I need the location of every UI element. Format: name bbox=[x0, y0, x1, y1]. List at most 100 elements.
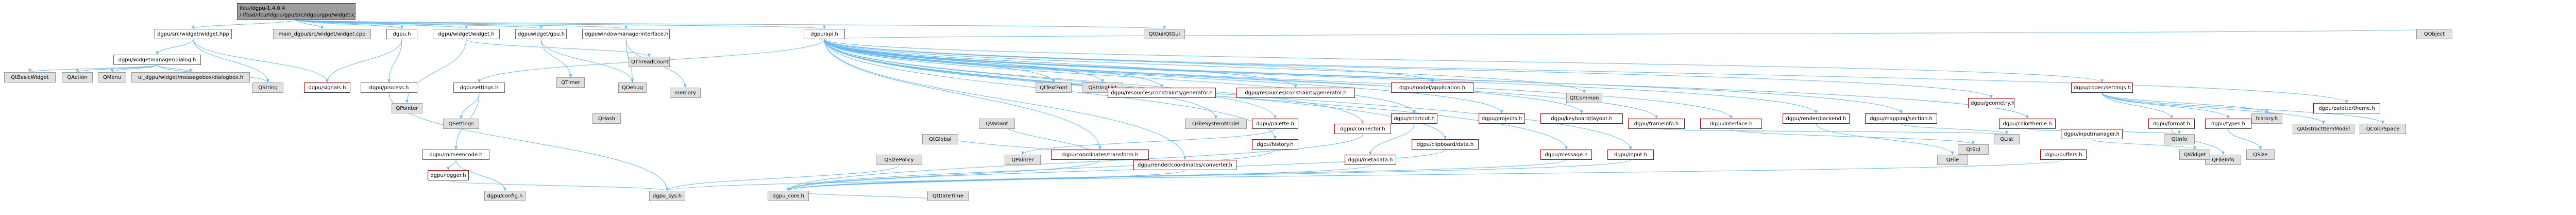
edge-dgpuinterface-to-qsqlite bbox=[1731, 128, 1975, 145]
node-dgpuconnect[interactable]: dgpu/connector.h bbox=[1334, 124, 1391, 134]
node-dgpu-h[interactable]: dgpu.h bbox=[386, 29, 417, 39]
node-dgpukeyboard[interactable]: dgpu/keyboard/layout.h bbox=[1540, 113, 1623, 124]
node-memory[interactable]: memory bbox=[670, 88, 701, 98]
node-qabstractitem[interactable]: QAbstractItemModel bbox=[2293, 124, 2354, 134]
node-dgpushortcut[interactable]: dgpu/shortcut.h bbox=[1391, 113, 1437, 124]
edge-dgpucodec-to-qabstractitem bbox=[2102, 92, 2325, 124]
node-dgpuhistory[interactable]: dgpu/history.h bbox=[1252, 139, 1298, 150]
node-dgpucolor[interactable]: dgpu/colortheme.h bbox=[1999, 119, 2056, 129]
edge-dgpuapi_h-to-dgpufilelist bbox=[824, 39, 1297, 88]
node-qaction[interactable]: QAction bbox=[62, 72, 93, 82]
node-dgpurender[interactable]: dgpu/render/backend.h bbox=[1783, 113, 1850, 124]
node-dgpuconstraints[interactable]: dgpu/resources/constraints/generator.h bbox=[1108, 88, 1216, 98]
node-qfile[interactable]: QFile bbox=[1937, 155, 1968, 165]
edge-dgpuinputmgr-to-qwidget bbox=[2091, 139, 2196, 150]
node-qpointer[interactable]: QPointer bbox=[392, 103, 422, 113]
node-qstring[interactable]: QString bbox=[252, 82, 283, 93]
edge-dgpuwidget_h-to-qtimer bbox=[540, 39, 572, 78]
node-qtconfig[interactable]: dgpu/config.h bbox=[484, 191, 526, 201]
node-qcolorspace[interactable]: QColorSpace bbox=[2360, 124, 2406, 134]
edge-root-to-dgpuwindowmanager_h bbox=[296, 19, 628, 29]
node-dgpucursor[interactable]: dgpu/render/coordinates/converter.h bbox=[1133, 160, 1236, 170]
edge-root-to-dgpu_h bbox=[296, 19, 403, 29]
edge-dgpuinput-to-dgpucore_h bbox=[787, 159, 1631, 191]
edge-widget_hpp-to-dgpusignals bbox=[193, 39, 329, 83]
node-dgpubuffer[interactable]: dgpu/buffers.h bbox=[2040, 150, 2087, 160]
node-dgpugeom[interactable]: dgpu/geometry.h bbox=[1968, 98, 2014, 108]
node-qwidget[interactable]: QWidget bbox=[2179, 150, 2210, 160]
node-qhash[interactable]: QHash bbox=[592, 113, 621, 124]
node-dgpufilelist[interactable]: dgpu/resources/constraints/generator.h bbox=[1236, 88, 1355, 98]
node-dgpuformat[interactable]: dgpu/format.h bbox=[2148, 119, 2195, 129]
node-dgpumap[interactable]: dgpu/mapping/section.h bbox=[1865, 113, 1937, 124]
node-qtgui[interactable]: QtGui/QtGui bbox=[1144, 29, 1185, 39]
edge-dgpuscale-to-qsize bbox=[2228, 128, 2262, 150]
node-dgpuinput[interactable]: dgpu/input.h bbox=[1607, 150, 1654, 160]
node-history[interactable]: history.h bbox=[2251, 113, 2282, 124]
node-qtcommon[interactable]: QtCommon bbox=[1566, 93, 1602, 103]
node-dgpusys-h[interactable]: dgpu_sys.h bbox=[649, 191, 685, 201]
node-dgpuscale[interactable]: dgpu/types.h bbox=[2205, 119, 2251, 129]
node-qsettings[interactable]: QSettings bbox=[443, 119, 479, 129]
node-dgpupalette2[interactable]: dgpu/palette/theme.h bbox=[2313, 103, 2380, 113]
node-dgpuinterface[interactable]: dgpu/interface.h bbox=[1700, 119, 1762, 129]
node-dgpuprocess[interactable]: dgpu/process.h bbox=[361, 82, 417, 93]
node-qsqlite[interactable]: QtSql bbox=[1958, 144, 1989, 155]
node-qtbinfo[interactable]: QtInfo bbox=[2164, 134, 2195, 144]
node-dgpusignals[interactable]: dgpu/signals.h bbox=[304, 82, 350, 93]
node-dgpulog[interactable]: dgpu/logger.h bbox=[428, 170, 469, 180]
node-qvariant[interactable]: QVariant bbox=[979, 119, 1015, 129]
node-dgpuclipboard[interactable]: dgpu/clipboard/data.h bbox=[1412, 139, 1479, 150]
node-dgpuwidget-h[interactable]: dgpuwidget/gpu.h bbox=[515, 29, 567, 39]
node-dgpumodel[interactable]: dgpu/model/application.h bbox=[1391, 82, 1473, 93]
edge-widgetfoo_h-to-qpointer bbox=[405, 39, 467, 104]
node-qpainter[interactable]: QPainter bbox=[1005, 155, 1041, 165]
node-qmessagebox[interactable]: ui_dgpu/widget/messagebox/dialogbox.h bbox=[131, 72, 250, 82]
node-dgpucore-h[interactable]: dgpu_core.h bbox=[768, 191, 809, 201]
node-qtimer[interactable]: QTimer bbox=[556, 77, 585, 88]
edge-dgpumessage-to-dgpucore_h bbox=[787, 159, 1567, 191]
node-qtbasicwidget[interactable]: QtBasicWidget bbox=[4, 72, 56, 82]
edge-dgpucodec-to-qcolorspace bbox=[2102, 92, 2384, 124]
node-qtdisk[interactable]: QFileSystemModel bbox=[1185, 119, 1247, 129]
edge-dgpumimeeencode-to-qtconfig bbox=[455, 159, 506, 191]
node-dgpucoord[interactable]: dgpu/coordinates/transform.h bbox=[1051, 150, 1149, 160]
node-widget-hpp[interactable]: dgpu/src/widget/widget.hpp bbox=[155, 29, 232, 39]
edge-root-to-dgpuapi_h bbox=[296, 19, 826, 29]
node-dgpupalette[interactable]: dgpu/palette.h bbox=[1252, 119, 1298, 129]
root-file-node[interactable]: ifcu/ldgpu-1.4.0.4 / ifbsd/ifcu/ldgpu/gp… bbox=[237, 3, 355, 20]
node-dgpuframe[interactable]: dgpu/frameinfo.h bbox=[1628, 119, 1685, 129]
node-dgpuwindowmanager-h[interactable]: dgpuwindowmanagerinterface.h bbox=[582, 29, 670, 39]
node-qthreadcount[interactable]: QThreadCount bbox=[629, 57, 670, 67]
node-qdebug[interactable]: QDebug bbox=[618, 82, 647, 93]
node-widgetfoo-h[interactable]: dgpu/widget/widget.h bbox=[433, 29, 500, 39]
node-qtextfont[interactable]: QtTextFont bbox=[1036, 82, 1072, 93]
node-dgpumessage[interactable]: dgpu/message.h bbox=[1540, 150, 1592, 160]
edge-qtdatetime-to-dgpucore_h bbox=[787, 190, 948, 202]
node-widgetmanager-h[interactable]: dgpu/widgetmanager/dialog.h bbox=[113, 55, 201, 65]
edge-dgpuapi_h-to-qobject bbox=[824, 28, 2435, 40]
node-dgpucodec[interactable]: dgpu/codec/settings.h bbox=[2071, 82, 2133, 93]
node-dgpuinputmgr[interactable]: dgpu/inputmanager.h bbox=[2061, 129, 2123, 139]
edge-widgetmanager_h-to-qmessagebox bbox=[157, 64, 192, 73]
node-qsizepolicy[interactable]: QSizePolicy bbox=[876, 155, 922, 165]
node-dgpuprojects[interactable]: dgpu/projects.h bbox=[1479, 113, 1525, 124]
edge-dgpushortcut-to-dgpumetadata bbox=[1369, 123, 1415, 155]
node-qfileinfo[interactable]: QFileInfo bbox=[2205, 155, 2241, 165]
node-dgpuapi-h[interactable]: dgpu/api.h bbox=[804, 29, 845, 39]
node-qobject[interactable]: QObject bbox=[2416, 29, 2452, 39]
node-qtglobal[interactable]: QtGlobal bbox=[922, 134, 958, 144]
node-qsize[interactable]: QSize bbox=[2246, 150, 2275, 160]
node-qlist[interactable]: QList bbox=[1994, 134, 2020, 144]
node-dgpumetadata[interactable]: dgpu/metadata.h bbox=[1345, 155, 1396, 165]
edge-dgpumap-to-qlist bbox=[1901, 123, 2008, 135]
edge-dgpulog-to-dgpusys_h bbox=[448, 180, 669, 191]
node-qmenu[interactable]: QMenu bbox=[98, 72, 126, 82]
node-dgpusettings-h[interactable]: dgpusettings.h bbox=[453, 82, 505, 93]
node-qtdatetime[interactable]: QtDateTime bbox=[927, 191, 969, 201]
edge-qsizepolicy-to-dgpusys_h bbox=[666, 164, 900, 191]
node-dgpumimeeencode[interactable]: dgpu/mimeencode.h bbox=[422, 150, 489, 160]
edge-root-to-dgpuwidget_h bbox=[296, 19, 543, 29]
node-main-hpp[interactable]: main_dgpu/src/widget/widget.cpp bbox=[273, 29, 371, 39]
edge-dgpuapi_h-to-dgpurender bbox=[824, 39, 1818, 114]
